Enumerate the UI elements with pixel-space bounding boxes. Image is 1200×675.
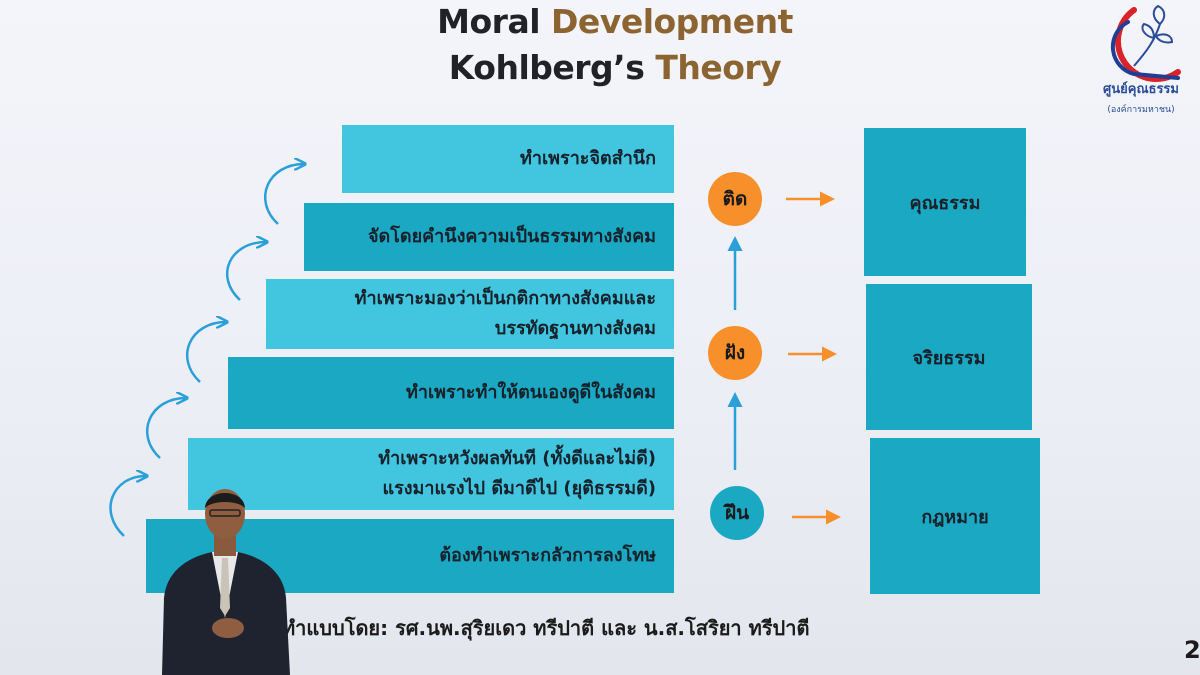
outcome-box-1: คุณธรรม (864, 128, 1026, 276)
stage-2-text-line-2: แรงมาแรงไป ดีมาดีไป (ยุติธรรมดี) (382, 478, 657, 499)
lotus-flower-logo-icon (1110, 4, 1181, 82)
process-circle-1: ติด (708, 172, 762, 226)
title-line-2: Kohlberg’s Theory (400, 48, 830, 87)
presenter-figure (162, 489, 290, 675)
outcome-box-2: จริยธรรม (866, 284, 1032, 430)
stage-3-text: ทำเพราะทำให้ตนเองดูดีในสังคม (406, 382, 656, 403)
title-word-theory: Theory (655, 48, 782, 87)
stage-4-text-line-1: ทำเพราะมองว่าเป็นกติกาทางสังคมและ (354, 288, 656, 309)
logo-name: ศูนย์คุณธรรม (1103, 82, 1179, 97)
stage-6-box: ทำเพราะจิตสำนึก (342, 125, 674, 193)
stage-2-text-line-1: ทำเพราะหวังผลทันที (ทั้งดีและไม่ดี) (378, 448, 656, 469)
outcome-box-3: กฎหมาย (870, 438, 1040, 594)
process-circle-3: ฝึน (710, 486, 764, 540)
process-label-1: ติด (722, 188, 748, 210)
title-word-development: Development (551, 2, 793, 41)
curved-arrow-2-icon (145, 398, 186, 459)
outcome-label-3: กฎหมาย (921, 506, 989, 528)
stage-4-text-line-2: บรรทัดฐานทางสังคม (494, 318, 656, 339)
stage-2-box: ทำเพราะหวังผลทันที (ทั้งดีและไม่ดี) แรงม… (188, 438, 674, 510)
stage-5-box: จัดโดยคำนึงความเป็นธรรมทางสังคม (304, 203, 674, 271)
credit-footer: ทำแบบโดย: รศ.นพ.สุริยเดว ทรีปาตี และ น.ส… (282, 616, 810, 640)
stage-1-text: ต้องทำเพราะกลัวการลงโทษ (439, 545, 656, 566)
outcome-label-1: คุณธรรม (909, 192, 981, 214)
logo-subtitle: (องค์การมหาชน) (1107, 105, 1175, 115)
process-label-3: ฝึน (724, 502, 750, 524)
title-word-moral: Moral (437, 2, 541, 41)
title-word-kohlberg: Kohlberg’s (448, 48, 645, 87)
curved-arrow-5-icon (263, 164, 304, 225)
process-circle-2: ฝัง (708, 326, 762, 380)
process-label-2: ฝัง (724, 342, 746, 364)
stage-4-box: ทำเพราะมองว่าเป็นกติกาทางสังคมและ บรรทัด… (266, 279, 674, 349)
title-line-1: Moral Development (400, 2, 830, 41)
stage-6-text: ทำเพราะจิตสำนึก (520, 148, 656, 169)
curved-arrow-4-icon (225, 242, 266, 301)
page-number: 2 (1184, 636, 1200, 664)
curved-arrow-3-icon (185, 322, 226, 383)
stage-3-box: ทำเพราะทำให้ตนเองดูดีในสังคม (228, 357, 674, 429)
outcome-label-2: จริยธรรม (912, 347, 986, 369)
curved-arrow-1-icon (109, 476, 146, 537)
stage-5-text: จัดโดยคำนึงความเป็นธรรมทางสังคม (367, 226, 656, 247)
